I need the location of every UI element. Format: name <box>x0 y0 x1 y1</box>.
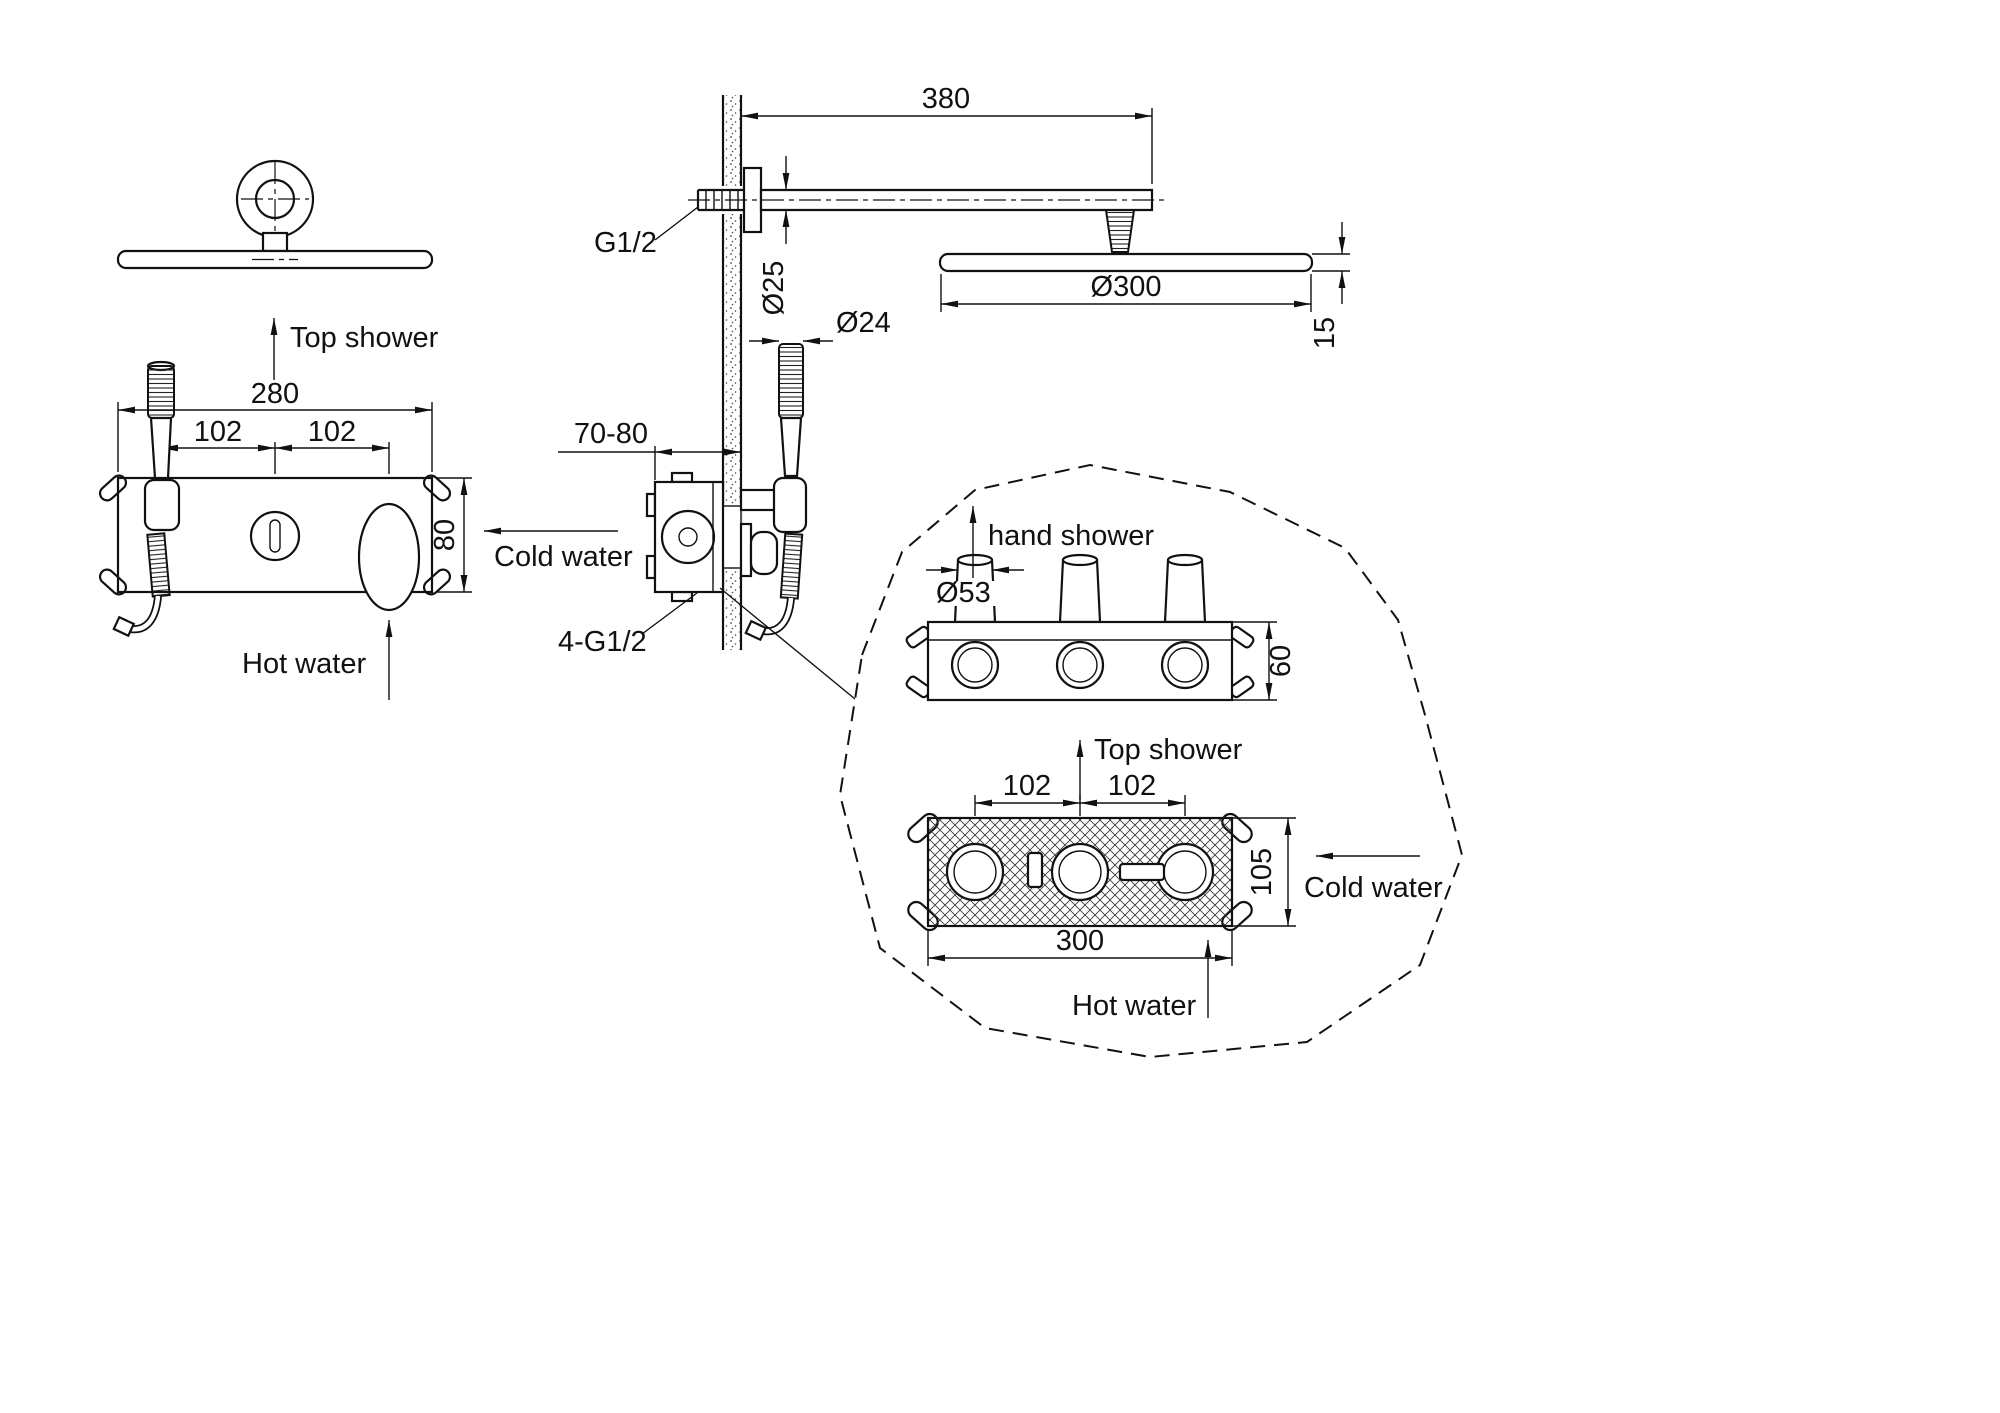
label-cold-water-front: Cold water <box>494 541 633 573</box>
label-4-g12: 4-G1/2 <box>558 626 647 658</box>
lever-side <box>749 530 779 576</box>
dim-102-front-right: 102 <box>308 416 356 448</box>
dim-105: 105 <box>1246 848 1278 896</box>
knob-3 <box>1163 558 1207 624</box>
trim-plate-side <box>739 522 753 578</box>
hand-shower-side-view <box>739 343 808 642</box>
hand-shower-holder-front <box>143 478 181 532</box>
dim-80: 80 <box>429 519 461 551</box>
detail-bubble-outline <box>838 463 1464 1059</box>
mixer-lever-front <box>357 502 421 612</box>
dim-380: 380 <box>922 83 970 115</box>
hand-shower-body-front <box>149 416 173 480</box>
label-top-shower-detail: Top shower <box>1094 734 1243 766</box>
hand-shower-grip-front <box>147 365 175 419</box>
head-connector <box>261 231 289 253</box>
hand-shower-grip-side <box>778 343 804 419</box>
showerhead-front-view <box>116 159 434 270</box>
hose-spring-side <box>779 532 804 600</box>
head-disc-front <box>116 249 434 270</box>
head-ball-joint <box>1104 209 1136 253</box>
knob-2 <box>1058 558 1102 624</box>
hose-nut-front <box>112 615 136 638</box>
dim-102-detail-left: 102 <box>1003 770 1051 802</box>
dim-dia300: Ø300 <box>1091 271 1162 303</box>
dim-15: 15 <box>1309 317 1341 349</box>
dim-60: 60 <box>1265 645 1297 677</box>
front-view-annotations-side: 80 Cold water Hot water <box>242 477 633 700</box>
dim-102-detail-right: 102 <box>1108 770 1156 802</box>
label-hot-water-front: Hot water <box>242 648 366 680</box>
dim-dia25: Ø25 <box>758 261 790 316</box>
body-slot-vertical <box>1026 851 1044 889</box>
shower-arm-side-view <box>688 166 1164 234</box>
g12-leader <box>654 206 699 241</box>
dim-102-front-left: 102 <box>194 416 242 448</box>
4-g12-leader <box>641 592 698 635</box>
dim-dia24: Ø24 <box>836 307 891 339</box>
label-cold-water-detail: Cold water <box>1304 872 1443 904</box>
arm-annotations: 380 G1/2 Ø25 Ø24 <box>594 83 1153 345</box>
detail-view: hand shower Ø53 60 Top shower 102 102 <box>838 463 1464 1059</box>
hand-shower-holder-side <box>772 476 808 534</box>
port-circle-2 <box>1050 842 1110 902</box>
valve-annotations: 70-80 4-G1/2 <box>558 418 856 700</box>
label-hand-shower-detail: hand shower <box>988 520 1154 552</box>
front-view-annotations-top: Top shower 280 102 102 <box>117 318 439 474</box>
port-circle-3 <box>1155 842 1215 902</box>
port-circle-1 <box>945 842 1005 902</box>
label-g12: G1/2 <box>594 227 657 259</box>
valve-port-top <box>670 471 694 484</box>
dim-280: 280 <box>251 378 299 410</box>
mixer-panel <box>116 476 434 594</box>
valve-box <box>653 480 725 594</box>
hand-shower-body-side <box>779 416 803 478</box>
dim-70-80: 70-80 <box>574 418 648 450</box>
body-slot-horizontal <box>1118 862 1166 882</box>
hand-shower-hose-spring-front <box>146 532 171 598</box>
valve-top-view: hand shower Ø53 60 <box>905 506 1297 702</box>
valve-cartridge-circle <box>660 509 716 565</box>
diverter-knob-front <box>249 510 301 562</box>
head-disc-side <box>938 252 1314 273</box>
label-hot-water-detail: Hot water <box>1072 990 1196 1022</box>
dim-300: 300 <box>1056 925 1104 957</box>
mixer-panel-front-view <box>98 360 452 638</box>
valve-port-back-upper <box>645 492 657 518</box>
holder-bracket-side <box>739 488 777 512</box>
label-top-shower-front: Top shower <box>290 322 439 354</box>
dim-dia53: Ø53 <box>936 577 991 609</box>
valve-port-back-lower <box>645 554 657 580</box>
hose-nut-side <box>744 619 768 642</box>
valve-front-view: Top shower 102 102 105 Cold water <box>907 734 1443 1022</box>
detail-callout-leader <box>719 587 856 700</box>
showerhead-side-view: Ø300 15 <box>938 209 1350 349</box>
